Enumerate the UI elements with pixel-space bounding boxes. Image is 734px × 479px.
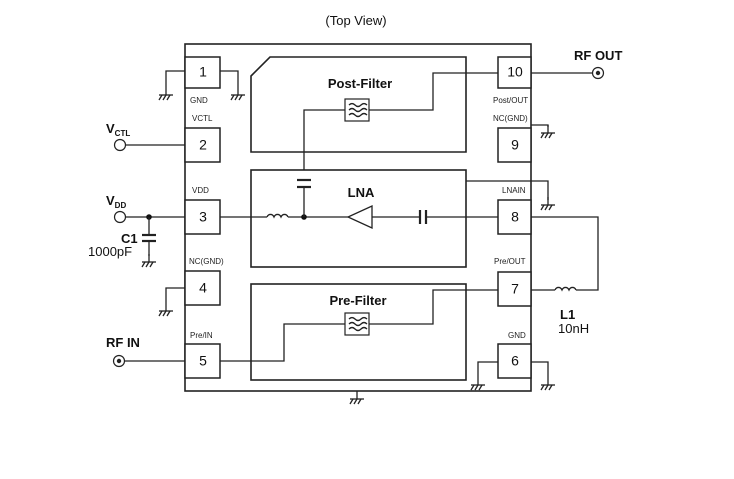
pin-4-number: 4	[199, 280, 207, 296]
pin-3-label: VDD	[192, 186, 209, 195]
vctl-terminal-icon	[113, 138, 127, 152]
pre-filter-input-wire	[220, 323, 345, 362]
l1-name: L1	[560, 307, 575, 322]
rf-out-label: RF OUT	[574, 48, 622, 63]
pin-6-label: GND	[508, 331, 526, 340]
lna-label: LNA	[348, 185, 375, 200]
pin9-ground-icon	[540, 124, 556, 139]
pin-6-number: 6	[511, 353, 519, 369]
vdd-label: VDD	[106, 193, 126, 210]
pin-3-number: 3	[199, 209, 207, 225]
pin4-ground-icon	[158, 302, 174, 317]
pin-8-number: 8	[511, 209, 519, 225]
rf-in-label: RF IN	[106, 335, 140, 350]
pin-7-number: 7	[511, 281, 519, 297]
vctl-label: VCTL	[106, 121, 130, 138]
pre-filter-label: Pre-Filter	[329, 293, 386, 308]
c1-ground-icon	[141, 253, 157, 268]
vdd-label-sub: DD	[115, 201, 127, 210]
c1-value: 1000pF	[88, 244, 132, 259]
lna-block	[250, 169, 467, 268]
view-title: (Top View)	[325, 13, 386, 28]
lnain-ground-icon	[540, 196, 556, 211]
l1-wire-top	[531, 216, 599, 291]
pin-2-number: 2	[199, 137, 207, 153]
post-filter-label: Post-Filter	[328, 76, 392, 91]
pin-7-label: Pre/OUT	[494, 257, 526, 266]
vdd-label-main: V	[106, 193, 115, 208]
pin-9-label: NC(GND)	[493, 114, 528, 123]
pin-9-number: 9	[511, 137, 519, 153]
pin-9	[497, 127, 532, 163]
pin6-right-ground-icon	[540, 376, 556, 391]
pin-2-label: VCTL	[192, 114, 213, 123]
pin-1-number: 1	[199, 64, 207, 80]
vctl-label-sub: CTL	[115, 129, 131, 138]
pin-8	[497, 199, 532, 235]
vctl-label-main: V	[106, 121, 115, 136]
vdd-terminal-icon	[113, 210, 127, 224]
pin-1-label: GND	[190, 96, 208, 105]
pre-filter-output-wire	[369, 289, 498, 325]
package-ground-icon	[349, 390, 365, 405]
pin-5-number: 5	[199, 353, 207, 369]
post-filter-input-wire	[303, 109, 345, 170]
pin-10-label: Post/OUT	[493, 96, 528, 105]
pin-4	[184, 270, 221, 306]
pin1-left-ground-icon	[158, 86, 174, 101]
l1-value: 10nH	[558, 321, 589, 336]
pin-4-label: NC(GND)	[189, 257, 224, 266]
pin-10	[497, 56, 532, 89]
c1-name: C1	[121, 231, 138, 246]
pin-1	[184, 56, 221, 89]
inductor-icon	[266, 213, 289, 219]
l1-inductor-icon	[554, 286, 577, 292]
pin-7	[497, 271, 532, 307]
pin-8-label: LNAIN	[502, 186, 526, 195]
post-filter-icon	[344, 98, 370, 122]
pin-5-label: Pre/IN	[190, 331, 213, 340]
pre-filter-icon	[344, 312, 370, 336]
pin-10-number: 10	[507, 64, 523, 80]
pin-6	[497, 343, 532, 379]
post-filter-output-wire	[369, 72, 498, 111]
